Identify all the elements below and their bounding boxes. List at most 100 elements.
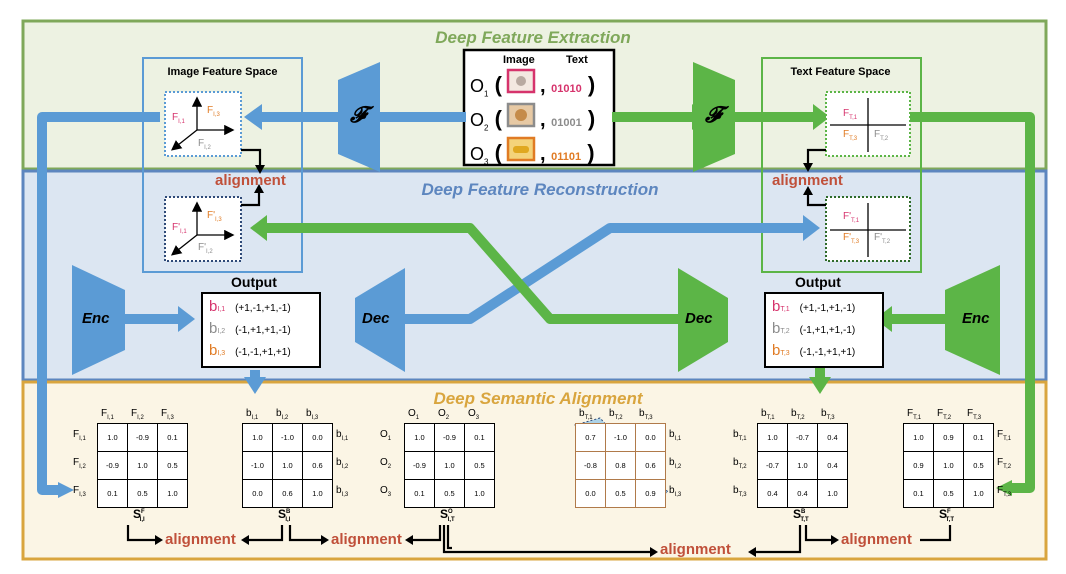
matrix-row-header-symbol: b	[733, 429, 739, 440]
alignment-label-4: alignment	[841, 531, 912, 548]
matrix-col-header-sub: I,2	[137, 415, 144, 421]
text-output-box: bT,1 (+1,-1,+1,-1)bT,2 (-1,+1,+1,-1)bT,3…	[764, 292, 884, 368]
matrix-cell: 0.6	[272, 479, 303, 508]
hash-code-symbol: b	[772, 298, 781, 315]
matrix-col-header-symbol: b	[639, 408, 645, 419]
image-feature-2-label: FI,2	[198, 138, 211, 151]
matrix-col-header-sub: T,2	[614, 415, 623, 421]
matrix-row-header: O3	[380, 485, 391, 498]
object-text-code: , 01010 )	[540, 72, 595, 98]
close-paren: )	[581, 72, 596, 97]
matrix-cell: 1.0	[933, 451, 964, 480]
matrix-col-header-symbol: O	[468, 408, 476, 419]
object-row: O3 (	[470, 140, 502, 167]
matrix-col-header-sub: T,1	[766, 415, 775, 421]
hash-code-value: (-1,+1,+1,-1)	[235, 325, 291, 336]
matrix-symbol: S	[939, 507, 948, 521]
matrix-cell: 0.1	[157, 423, 188, 452]
matrix-row-header: bI,3	[336, 485, 348, 498]
matrix-col-header-symbol: F	[937, 408, 944, 419]
matrix-col-header: bT,1	[761, 408, 775, 421]
object-label-sub: 3	[484, 157, 489, 167]
matrix-symbol-sup: F	[947, 509, 951, 515]
matrix-col-header: O2	[438, 408, 449, 421]
matrix-cell: 0.0	[575, 479, 606, 508]
text-decoder-label: Dec	[685, 310, 713, 327]
matrix-col-header-symbol: F	[967, 408, 974, 419]
image-decoder-shape	[355, 268, 405, 372]
hash-code-symbol: b	[772, 342, 781, 359]
text-column-header: Text	[566, 54, 588, 66]
matrix-col-header-sub: T,2	[943, 415, 952, 421]
matrix-row-header-symbol: F	[997, 485, 1004, 496]
matrix-row-header-symbol: F	[73, 429, 80, 440]
matrix-row-header-symbol: F	[73, 457, 80, 468]
matrix-cell: 1.0	[242, 423, 273, 452]
matrix-cell: 1.0	[127, 451, 158, 480]
matrix-col-header: bT,3	[639, 408, 653, 421]
comma: ,	[540, 143, 552, 165]
alignment-label-1: alignment	[165, 531, 236, 548]
matrix-col-header-sub: I,2	[281, 415, 289, 421]
output-code-row: bI,2 (-1,+1,+1,-1)	[209, 320, 291, 337]
matrix-cell: 0.7	[575, 423, 606, 452]
matrix-row-header-symbol: b	[669, 457, 675, 468]
matrix-cell: 0.5	[963, 451, 994, 480]
matrix-col-header-symbol: b	[306, 408, 312, 419]
object-row: O2 (	[470, 106, 502, 133]
image-encoder-shape	[72, 265, 125, 375]
matrix-row-header-sub: T,2	[1003, 464, 1012, 470]
matrix-col-header-sub: T,3	[973, 415, 982, 421]
matrix-cell: 1.0	[817, 479, 848, 508]
matrix-symbol-sup: B	[801, 509, 806, 515]
matrix-row-header: bI,3	[669, 485, 681, 498]
alignment-label-3: alignment	[660, 541, 731, 558]
matrix-col-header: FT,2	[937, 408, 951, 421]
matrix-row-header-sub: I,1	[674, 436, 682, 442]
matrix-row-header-symbol: b	[669, 485, 675, 496]
matrix-cell: 1.0	[787, 451, 818, 480]
matrix-cell: 1.0	[963, 479, 994, 508]
output-code-row: bI,1 (+1,-1,+1,-1)	[209, 298, 291, 315]
output-code-row: bT,2 (-1,+1,+1,-1)	[772, 320, 855, 337]
hash-code-value: (+1,-1,+1,-1)	[235, 303, 291, 314]
matrix-row-header-symbol: F	[997, 457, 1004, 468]
matrix-col-header-sub: I,1	[251, 415, 259, 421]
matrix-symbol-sup: F	[141, 509, 145, 515]
matrix-cell: 0.6	[302, 451, 333, 480]
matrix-col-header: bI,3	[306, 408, 318, 421]
image-recon-2-label: F'I,2	[198, 242, 213, 255]
matrix-symbol-sup: O	[448, 509, 453, 515]
matrix-symbol: S	[278, 507, 287, 521]
matrix-row-header: FT,1	[997, 429, 1011, 442]
matrix-cell: 1.0	[157, 479, 188, 508]
matrix-col-header-symbol: b	[246, 408, 252, 419]
matrix-col-header-sub: 3	[475, 415, 480, 421]
matrix-cell: 0.9	[903, 451, 934, 480]
matrix-row-header-symbol: O	[380, 457, 388, 468]
matrix-col-header-sub: T,3	[826, 415, 835, 421]
matrix-row-header-sub: I,2	[674, 464, 682, 470]
text-output-title: Output	[795, 274, 841, 290]
hash-code-value: (+1,-1,+1,-1)	[799, 303, 856, 314]
image-encoder-label: Enc	[82, 310, 110, 327]
image-column-header: Image	[503, 54, 535, 66]
hash-code-symbol: b	[209, 342, 218, 359]
text-space-alignment-label: alignment	[772, 172, 843, 189]
matrix-col-header-sub: I,1	[107, 415, 114, 421]
matrix-row-header-sub: I,1	[341, 436, 349, 442]
close-paren: )	[581, 106, 596, 131]
matrix-row-header-sub: 1	[387, 436, 392, 442]
close-paren: )	[581, 140, 595, 165]
text-feature-3-label: FT,3	[843, 129, 858, 142]
matrix-col-header-symbol: O	[438, 408, 446, 419]
text-recon-3-label: F'T,3	[843, 232, 860, 245]
matrix-col-header-symbol: F	[161, 408, 168, 419]
matrix-row-header: bT,3	[733, 485, 747, 498]
matrix-row-header-symbol: b	[336, 429, 342, 440]
matrix-row-header-sub: T,1	[738, 436, 747, 442]
object-text-code: , 01001 )	[540, 106, 595, 132]
matrix-row-header: FT,2	[997, 457, 1011, 470]
